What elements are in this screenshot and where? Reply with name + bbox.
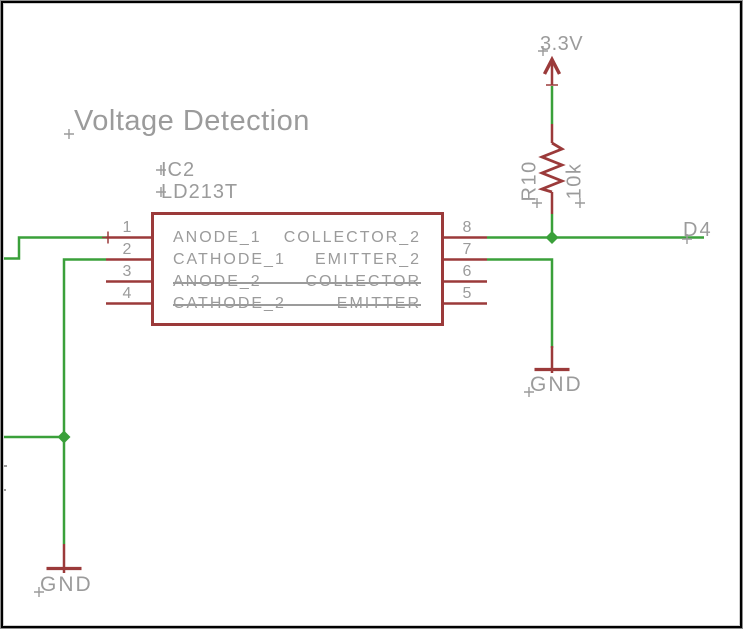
pin-name-anode-1: ANODE_1: [173, 229, 262, 246]
strikethrough-row-4: [173, 304, 421, 306]
pin-number-3: 3: [122, 263, 132, 280]
net-label-origin-cross: [682, 234, 692, 244]
ic-body[interactable]: [151, 212, 444, 326]
pin-name-emitter: EMITTER: [251, 293, 421, 315]
supply-arrow-head: [542, 55, 562, 75]
pin-name-anode-2: ANODE_2: [173, 271, 262, 293]
ic-symbol[interactable]: [102, 212, 487, 326]
title-origin-cross: [64, 129, 74, 139]
resistor-value: 10k: [563, 162, 586, 200]
pin1-connection-cross: [102, 231, 114, 244]
wire-pin7-gnd-net[interactable]: [487, 258, 554, 349]
ground-symbol-right[interactable]: [534, 346, 570, 373]
pin-number-6: 6: [462, 263, 472, 280]
resistor-zigzag[interactable]: [537, 141, 566, 194]
ic-refdes: IC2: [161, 159, 196, 181]
ground-left-label-origin-cross: [34, 587, 44, 597]
resistor-ref-origin-cross: [532, 198, 542, 208]
ground-label-left: GND: [40, 573, 93, 596]
supply-symbol[interactable]: [542, 55, 562, 86]
wire-pin2-gnd-net[interactable]: [62, 258, 106, 545]
pin-name-collector: COLLECTOR: [251, 271, 421, 293]
origin-crosses: [34, 46, 692, 597]
pin-number-1: 1: [122, 219, 132, 236]
wire-pin1-net[interactable]: [1, 236, 106, 260]
pin-name-emitter-2: EMITTER_2: [314, 251, 421, 268]
resistor-symbol[interactable]: [537, 124, 566, 214]
pin-name-collector-2: COLLECTOR_2: [283, 229, 421, 246]
supply-voltage-label: 3.3V: [540, 33, 584, 55]
clipped-label-fragments: [1, 465, 7, 491]
strikethrough-row-3: [173, 282, 421, 284]
net-label-d4: D4: [683, 219, 713, 241]
pin-name-cathode-2: CATHODE_2: [173, 293, 286, 315]
net-wires: [1, 86, 704, 544]
pin-number-2: 2: [122, 241, 132, 258]
resistor-refdes: R10: [518, 160, 541, 202]
ground-symbol-left[interactable]: [46, 544, 82, 573]
ground-right-label-origin-cross: [524, 387, 534, 397]
ic-ref-origin-cross: [156, 165, 166, 175]
ic-value: LD213T: [161, 181, 239, 203]
pin-number-8: 8: [462, 219, 472, 236]
junction-dot-d4[interactable]: [545, 231, 559, 244]
ic-value-origin-cross: [156, 187, 166, 197]
supply-label-origin-cross: [538, 46, 548, 56]
pin-number-5: 5: [462, 285, 472, 302]
pin-number-7: 7: [462, 241, 472, 258]
pin-number-4: 4: [122, 285, 132, 302]
junction-dot-left[interactable]: [57, 430, 71, 444]
resistor-value-origin-cross: [575, 198, 585, 208]
pin-name-cathode-1: CATHODE_1: [173, 251, 286, 268]
ground-label-right: GND: [530, 373, 583, 396]
sheet-title: Voltage Detection: [74, 105, 310, 137]
